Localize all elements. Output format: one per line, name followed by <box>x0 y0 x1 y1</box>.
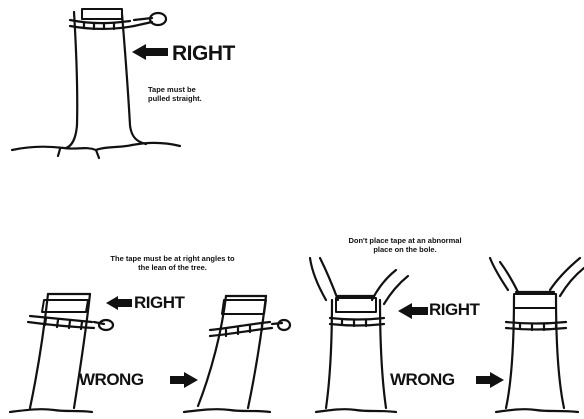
panel-2-right-label: RIGHT <box>134 293 184 313</box>
panel-3-note-line: place on the bole. <box>340 245 470 254</box>
tree-trunk-icon <box>490 258 584 412</box>
panel-2-note-line: the lean of the tree. <box>85 263 260 272</box>
arrow-left-icon <box>106 296 132 310</box>
panel-3-note-line: Don't place tape at an abnormal <box>340 236 470 245</box>
panel-2-note: The tape must be at right angles to the … <box>85 254 260 272</box>
panel-1-right-label: RIGHT <box>172 42 235 66</box>
panel-2-wrong-label: WRONG <box>79 370 144 390</box>
arrow-right-icon <box>476 372 504 388</box>
arrow-left-icon <box>132 44 168 60</box>
arrow-right-icon <box>170 372 198 388</box>
panel-1-note-line: pulled straight. <box>148 94 202 103</box>
panel-2-note-line: The tape must be at right angles to <box>85 254 260 263</box>
measuring-tape-icon <box>330 298 384 326</box>
measuring-tape-icon <box>70 9 166 29</box>
panel-1-note-line: Tape must be <box>148 85 202 94</box>
measuring-tape-icon <box>28 300 113 330</box>
arrow-left-icon <box>398 303 428 319</box>
panel-3-wrong-label: WRONG <box>390 370 455 390</box>
panel-3-right-label: RIGHT <box>429 300 479 320</box>
panel-3-note: Don't place tape at an abnormal place on… <box>340 236 470 254</box>
panel-1-figure <box>12 9 180 158</box>
panel-1-note: Tape must be pulled straight. <box>148 85 202 103</box>
